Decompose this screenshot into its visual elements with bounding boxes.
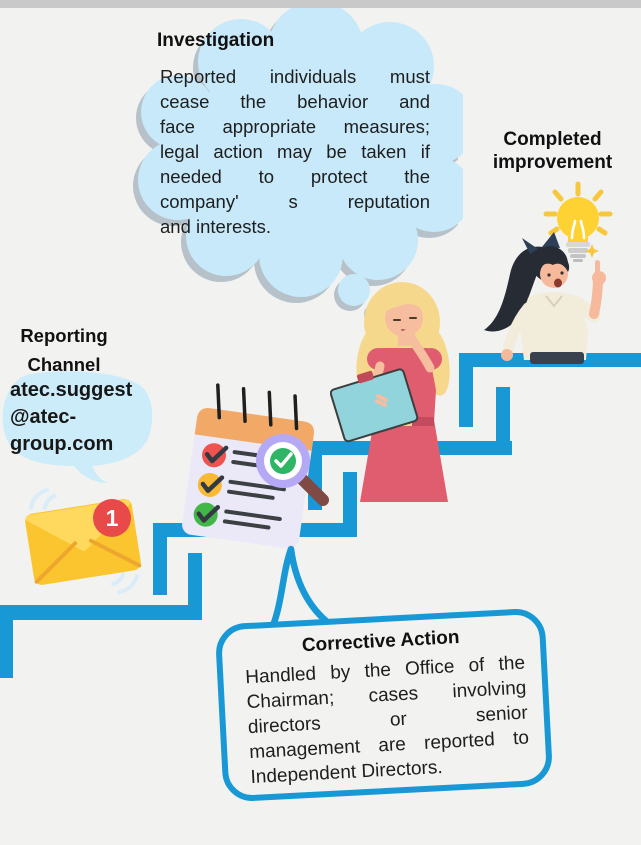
ponytail <box>484 246 548 332</box>
skirt <box>530 352 584 364</box>
notification-badge: 1 <box>93 499 131 537</box>
investigation-text: Reported individuals must cease the beha… <box>160 64 430 239</box>
stair-riser-2 <box>153 537 167 595</box>
vibration-arcs <box>29 488 139 594</box>
email-blob <box>2 371 153 483</box>
reporting-channel-title: Reporting Channel <box>8 321 120 379</box>
spiral-pins <box>216 383 299 431</box>
badge-count: 1 <box>105 504 119 531</box>
stair-stub-3 <box>496 387 510 441</box>
lightbulb-rays <box>543 181 613 236</box>
sparkle-icon <box>585 244 599 258</box>
email-line3: group.com <box>10 433 114 455</box>
reporting-email: atec.suggest @atec- group.com <box>10 377 145 458</box>
stair-riser-1 <box>0 620 13 678</box>
speech-bubble-tail <box>263 545 335 643</box>
investigation-line: face appropriate measures; <box>160 116 430 137</box>
investigation-line: cease the behavior and <box>160 91 430 112</box>
investigation-line: and interests. <box>160 216 272 237</box>
envelope-icon <box>25 488 142 594</box>
corrective-action-bubble: Corrective Action Handled by the Office … <box>214 607 554 803</box>
stair-tread-1 <box>0 605 202 620</box>
email-line1: atec.suggest <box>10 379 133 401</box>
stair-stub-1 <box>188 553 202 620</box>
email-line2: @atec- <box>10 406 77 428</box>
completed-improvement-label: Completed improvement <box>470 128 635 174</box>
investigation-line: needed to protect the <box>160 166 430 187</box>
stair-riser-4 <box>459 367 473 427</box>
completed-line2: improvement <box>492 152 613 173</box>
checklist-icon <box>182 383 329 549</box>
thinking-woman-illustration <box>330 282 450 502</box>
clipboard <box>330 368 419 443</box>
pointing-finger <box>595 260 600 276</box>
thought-cloud-shape <box>138 8 463 297</box>
magnifier-icon <box>256 434 329 506</box>
investigation-line: company' s reputation <box>160 191 430 212</box>
investigation-line: Reported individuals must <box>160 66 430 87</box>
reporting-line2: Channel <box>27 354 101 375</box>
corrective-action-text: Handled by the Office of the Chairman; c… <box>245 651 531 790</box>
hair-bow <box>522 232 560 254</box>
shirt <box>520 292 588 360</box>
arm-on-step <box>502 302 534 356</box>
lightbulb-base <box>566 242 590 262</box>
skirt <box>360 420 448 502</box>
reporting-line1: Reporting <box>20 325 108 346</box>
window-top-edge <box>0 0 641 8</box>
completed-line1: Completed <box>503 129 602 150</box>
investigation-title: Investigation <box>157 30 275 51</box>
stair-stub-2 <box>343 472 357 523</box>
investigation-line: legal action may be taken if <box>160 141 430 162</box>
lightbulb-icon <box>543 181 613 262</box>
pointing-woman-illustration <box>484 232 606 364</box>
